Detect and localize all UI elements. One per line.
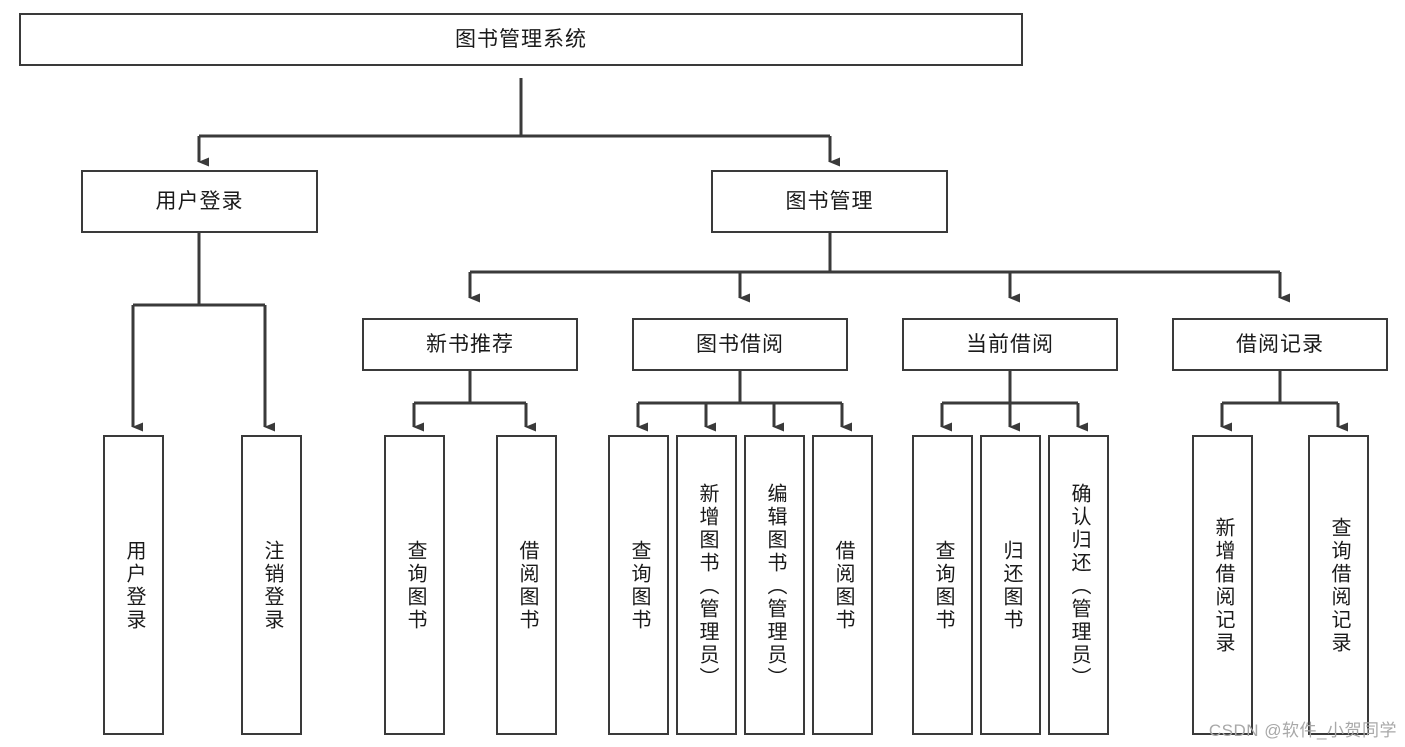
node-leaf-query-book-3-label: 查询图书 xyxy=(932,540,954,632)
node-leaf-borrow-book-2[interactable]: 借阅图书 xyxy=(812,435,873,735)
watermark: CSDN @软件_小贺同学 xyxy=(1208,721,1397,740)
node-leaf-query-record[interactable]: 查询借阅记录 xyxy=(1308,435,1369,735)
node-new-book-rec-label: 新书推荐 xyxy=(426,332,514,356)
node-current-borrow-label: 当前借阅 xyxy=(966,332,1054,356)
node-leaf-query-record-label: 查询借阅记录 xyxy=(1328,517,1350,655)
node-leaf-borrow-book-2-label: 借阅图书 xyxy=(832,540,854,632)
node-leaf-confirm-return[interactable]: 确认归还（管理员） xyxy=(1048,435,1109,735)
node-current-borrow[interactable]: 当前借阅 xyxy=(902,318,1118,371)
node-leaf-query-book-3[interactable]: 查询图书 xyxy=(912,435,973,735)
node-root[interactable]: 图书管理系统 xyxy=(19,13,1023,66)
node-leaf-confirm-return-label: 确认归还（管理员） xyxy=(1068,482,1090,690)
node-new-book-rec[interactable]: 新书推荐 xyxy=(362,318,578,371)
node-book-manage-label: 图书管理 xyxy=(785,189,874,213)
node-book-borrow-label: 图书借阅 xyxy=(696,332,784,356)
node-user-login-label: 用户登录 xyxy=(155,189,244,213)
node-leaf-edit-book[interactable]: 编辑图书（管理员） xyxy=(744,435,805,735)
node-leaf-logout[interactable]: 注销登录 xyxy=(241,435,302,735)
node-leaf-logout-label: 注销登录 xyxy=(261,540,283,632)
node-leaf-borrow-book-1[interactable]: 借阅图书 xyxy=(496,435,557,735)
node-leaf-query-book-1[interactable]: 查询图书 xyxy=(384,435,445,735)
node-leaf-borrow-book-1-label: 借阅图书 xyxy=(516,540,538,632)
node-book-manage[interactable]: 图书管理 xyxy=(711,170,948,233)
node-leaf-query-book-2-label: 查询图书 xyxy=(628,540,650,632)
node-leaf-user-login[interactable]: 用户登录 xyxy=(103,435,164,735)
node-leaf-add-book-label: 新增图书（管理员） xyxy=(696,482,718,690)
node-borrow-record-label: 借阅记录 xyxy=(1236,332,1324,356)
node-leaf-query-book-2[interactable]: 查询图书 xyxy=(608,435,669,735)
node-leaf-return-book[interactable]: 归还图书 xyxy=(980,435,1041,735)
node-root-label: 图书管理系统 xyxy=(455,27,587,51)
node-leaf-query-book-1-label: 查询图书 xyxy=(404,540,426,632)
node-borrow-record[interactable]: 借阅记录 xyxy=(1172,318,1388,371)
node-leaf-edit-book-label: 编辑图书（管理员） xyxy=(764,482,786,690)
node-book-borrow[interactable]: 图书借阅 xyxy=(632,318,848,371)
node-user-login[interactable]: 用户登录 xyxy=(81,170,318,233)
node-leaf-user-login-label: 用户登录 xyxy=(123,540,145,632)
node-leaf-add-record-label: 新增借阅记录 xyxy=(1212,517,1234,655)
node-leaf-add-record[interactable]: 新增借阅记录 xyxy=(1192,435,1253,735)
node-leaf-add-book[interactable]: 新增图书（管理员） xyxy=(676,435,737,735)
node-leaf-return-book-label: 归还图书 xyxy=(1000,540,1022,632)
